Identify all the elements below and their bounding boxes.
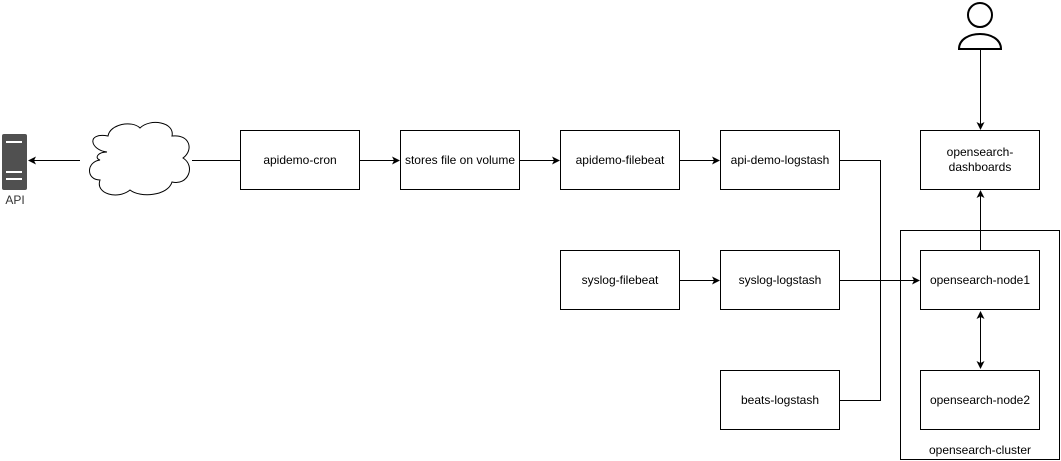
node-syslog-filebeat[interactable]: syslog-filebeat <box>560 250 680 310</box>
node-opensearch-dashboards[interactable]: opensearch- dashboards <box>920 130 1040 190</box>
cluster-label: opensearch-cluster <box>928 443 1032 457</box>
node-api-demo-logstash[interactable]: api-demo-logstash <box>720 130 840 190</box>
cloud-icon <box>89 121 190 196</box>
node-beats-logstash[interactable]: beats-logstash <box>720 370 840 430</box>
node-opensearch-node1[interactable]: opensearch-node1 <box>920 250 1040 310</box>
node-apidemo-filebeat[interactable]: apidemo-filebeat <box>560 130 680 190</box>
user-icon <box>957 2 1003 50</box>
node-stores-file[interactable]: stores file on volume <box>400 130 520 190</box>
node-opensearch-node2[interactable]: opensearch-node2 <box>920 370 1040 430</box>
node-apidemo-cron[interactable]: apidemo-cron <box>240 130 360 190</box>
node-syslog-logstash[interactable]: syslog-logstash <box>720 250 840 310</box>
api-label: API <box>5 193 25 207</box>
server-icon <box>2 134 27 190</box>
